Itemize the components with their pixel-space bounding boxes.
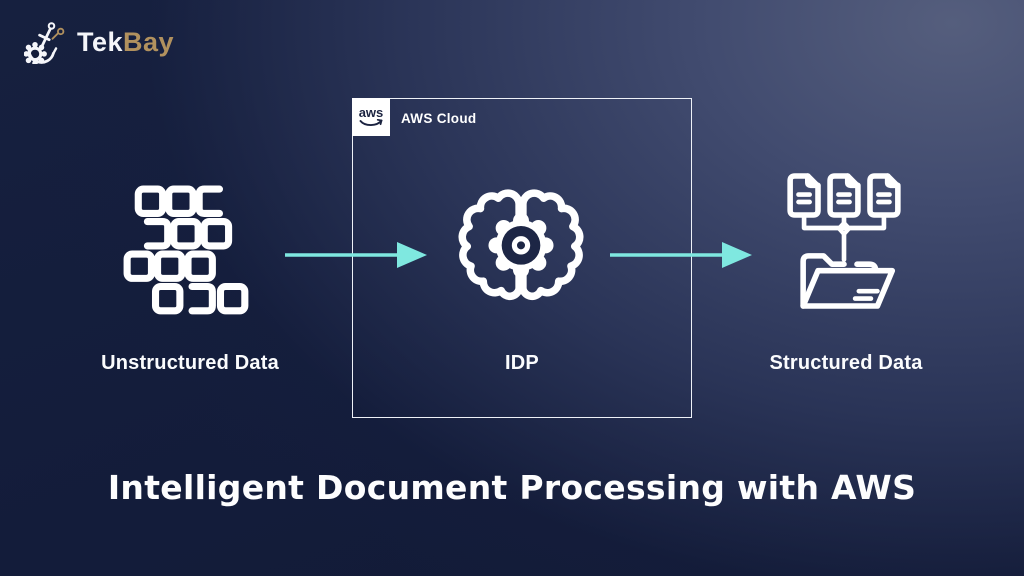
arrow-left-to-idp — [285, 242, 427, 268]
unstructured-data-label: Unstructured Data — [101, 352, 279, 374]
brand-name: TekBay — [77, 27, 174, 58]
scattered-squares-icon — [123, 185, 249, 315]
brain-gear-icon — [458, 185, 587, 317]
brand-name-secondary: Bay — [123, 26, 175, 57]
aws-logo-icon: aws — [358, 105, 383, 126]
structured-data-label: Structured Data — [769, 352, 923, 374]
aws-box-header: AWS Cloud — [401, 110, 477, 126]
aws-cloud-group: aws AWS Cloud — [351, 97, 692, 418]
brand-name-primary: Tek — [77, 26, 124, 57]
aws-logo-badge: aws — [351, 97, 390, 136]
documents-to-folder-icon — [787, 173, 901, 309]
aws-badge-text: aws — [358, 105, 383, 120]
brand-logo: TekBay — [24, 20, 174, 64]
anchor-gear-icon — [24, 22, 65, 64]
page-title: Intelligent Document Processing with AWS — [107, 468, 917, 507]
arrow-idp-to-right — [610, 242, 752, 268]
idp-label: IDP — [505, 352, 539, 374]
